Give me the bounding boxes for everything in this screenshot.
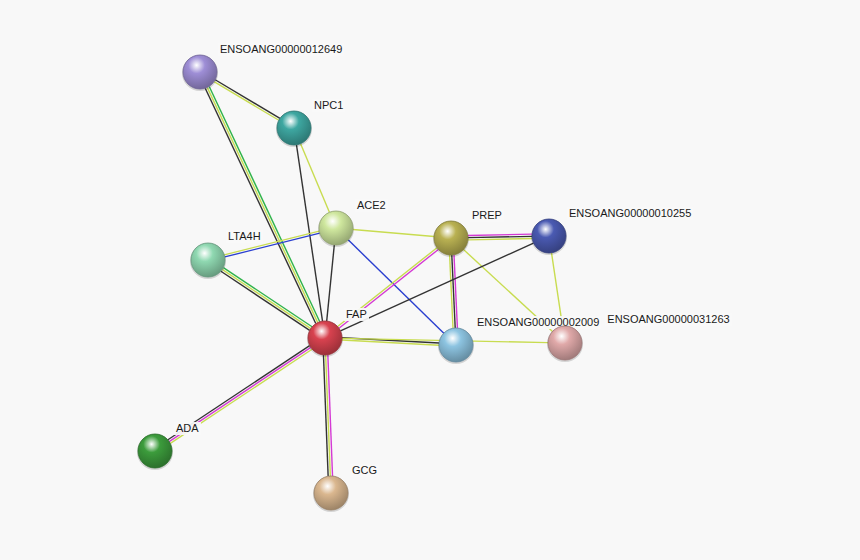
ball-shadow: [313, 476, 349, 512]
evidence-line: [207, 87, 318, 322]
node-label: PREP: [470, 209, 504, 222]
evidence-line: [468, 236, 532, 237]
protein-node: ENSOANG00000012649: [181, 53, 219, 91]
interaction-edge: [450, 255, 458, 328]
evidence-line: [209, 86, 320, 321]
ball-shadow: [190, 243, 226, 279]
protein-node: ENSOANG00000031263: [546, 324, 584, 362]
protein-node: FAP: [306, 319, 344, 357]
protein-node: ADA: [136, 432, 174, 470]
ball-shadow: [433, 221, 469, 257]
node-ball: [189, 241, 227, 279]
interaction-edge: [168, 346, 312, 444]
node-ball: [275, 109, 313, 147]
protein-node: ENSOANG00000010255: [530, 217, 568, 255]
ball: [308, 321, 342, 355]
node-label: ENSOANG00000010255: [567, 207, 693, 220]
evidence-line: [353, 229, 434, 236]
ball: [434, 221, 468, 255]
node-label: ENSOANG00000031263: [605, 313, 731, 326]
node-ball: [181, 53, 219, 91]
interaction-edge: [205, 86, 320, 323]
protein-node: ACE2: [317, 209, 355, 247]
interaction-edge: [323, 355, 332, 476]
node-label: LTA4H: [226, 230, 263, 243]
evidence-line: [170, 349, 312, 443]
interaction-edge: [327, 245, 335, 321]
ball: [191, 243, 225, 277]
ball: [548, 326, 582, 360]
ball-shadow: [547, 326, 583, 362]
evidence-line: [342, 340, 439, 345]
evidence-line: [223, 268, 312, 327]
node-ball: [312, 474, 350, 512]
ball-shadow: [276, 111, 312, 147]
node-label: GCG: [350, 464, 379, 477]
interaction-edge: [468, 234, 532, 240]
node-ball: [437, 326, 475, 364]
interaction-edge: [214, 80, 280, 120]
protein-node: ENSOANG00000002009: [437, 326, 475, 364]
node-label: ENSOANG00000012649: [218, 43, 344, 56]
node-ball: [317, 209, 355, 247]
ball-shadow: [531, 219, 567, 255]
evidence-line: [168, 346, 310, 440]
evidence-line: [450, 255, 453, 328]
evidence-line: [205, 88, 316, 323]
evidence-line: [339, 249, 438, 328]
evidence-line: [214, 82, 279, 121]
evidence-line: [215, 80, 280, 119]
ball: [277, 111, 311, 145]
ball-shadow: [438, 328, 474, 364]
node-label: FAP: [344, 308, 369, 321]
ball: [183, 55, 217, 89]
interaction-edge: [353, 229, 434, 236]
ball-shadow: [137, 434, 173, 470]
ball: [314, 476, 348, 510]
ball-shadow: [318, 211, 354, 247]
ball-shadow: [307, 321, 343, 357]
node-label: ADA: [174, 422, 201, 435]
evidence-line: [468, 239, 532, 240]
protein-node: PREP: [432, 219, 470, 257]
protein-node: GCG: [312, 474, 350, 512]
protein-node: LTA4H: [189, 241, 227, 279]
evidence-line: [323, 355, 328, 476]
node-ball: [306, 319, 344, 357]
evidence-line: [468, 234, 532, 235]
node-ball: [530, 217, 568, 255]
node-label: NPC1: [312, 99, 345, 112]
ball: [439, 328, 473, 362]
evidence-line: [338, 248, 437, 327]
ball-shadow: [182, 55, 218, 91]
node-ball: [432, 219, 470, 257]
ball: [138, 434, 172, 468]
node-ball: [136, 432, 174, 470]
ball: [532, 219, 566, 253]
evidence-line: [222, 269, 311, 328]
node-label: ENSOANG00000002009: [475, 316, 601, 329]
node-label: ACE2: [355, 199, 388, 212]
evidence-line: [169, 347, 311, 441]
interaction-edge: [221, 268, 312, 331]
node-ball: [546, 324, 584, 362]
evidence-line: [327, 245, 335, 321]
ball: [319, 211, 353, 245]
protein-node: NPC1: [275, 109, 313, 147]
interaction-edge: [338, 248, 439, 329]
evidence-line: [221, 271, 310, 330]
